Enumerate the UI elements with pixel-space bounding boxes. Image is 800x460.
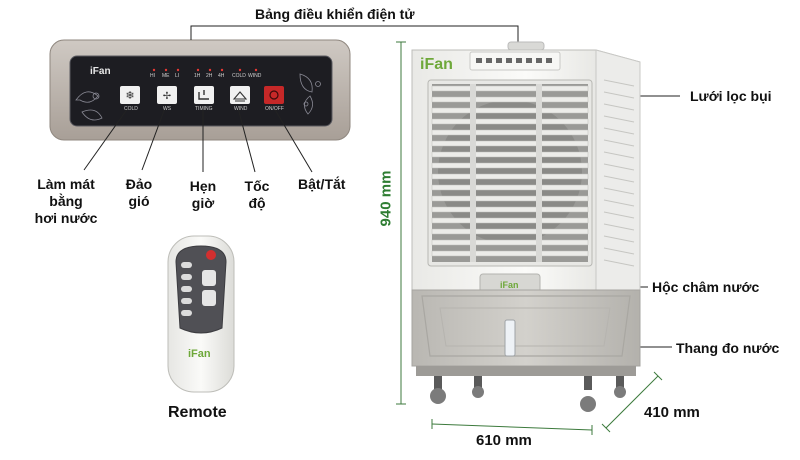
- panel-button-swing[interactable]: ✢: [157, 86, 177, 104]
- timer-icon: [198, 90, 209, 100]
- callout-water-inlet: Hộc châm nước: [652, 279, 760, 295]
- callout-timer-line2: giờ: [191, 195, 215, 211]
- callout-swing-line2: gió: [128, 193, 150, 209]
- panel-title: Bảng điều khiển điện tử: [255, 6, 415, 22]
- fan-icon: ✢: [163, 91, 171, 102]
- indicator-li: LI: [175, 73, 180, 79]
- dimension-width: 610 mm: [476, 432, 532, 449]
- callout-timer: Hẹn giờ: [180, 178, 226, 212]
- dimension-height: 940 mm: [377, 170, 395, 227]
- dimension-depth: 410 mm: [644, 404, 700, 421]
- callout-speed-line2: độ: [248, 195, 266, 211]
- indicator-1h: 1H: [194, 73, 201, 79]
- callout-cooling: Làm mát bằng hơi nước: [18, 176, 114, 227]
- side-filter-grille: [603, 79, 635, 267]
- indicator-2h: 2H: [206, 73, 213, 79]
- cooler-brand: iFan: [420, 56, 453, 73]
- floral-decoration-left: [75, 91, 103, 121]
- water-inlet-brand: iFan: [500, 280, 519, 290]
- indicator-cold: COLD: [232, 73, 246, 79]
- louvres: [431, 85, 589, 257]
- callout-cooling-line3: hơi nước: [34, 210, 98, 226]
- panel-button-cold[interactable]: ❄: [120, 86, 140, 104]
- water-level-gauge: [504, 319, 516, 357]
- power-icon: [269, 90, 279, 100]
- dimension-lines: [396, 41, 663, 435]
- callout-cooling-line1: Làm mát: [37, 176, 95, 192]
- remote-label: Remote: [168, 404, 227, 421]
- wind-icon: [232, 91, 248, 102]
- caption-timing: TIMING: [195, 106, 213, 112]
- snowflake-icon: ❄: [125, 89, 134, 102]
- remote-power-button: [206, 250, 216, 260]
- remote-buttons: [181, 262, 192, 316]
- caption-wind: WIND: [234, 106, 248, 112]
- casters: [430, 376, 626, 412]
- caption-ws: WS: [163, 106, 172, 112]
- remote-control: [167, 235, 235, 393]
- indicator-me: ME: [162, 73, 170, 79]
- callout-water-gauge: Thang đo nước: [676, 340, 780, 356]
- indicator-4h: 4H: [218, 73, 225, 79]
- air-cooler: [411, 41, 641, 412]
- callout-speed: Tốc độ: [236, 178, 278, 212]
- callout-speed-line1: Tốc: [244, 178, 270, 194]
- panel-button-wind[interactable]: [230, 86, 250, 104]
- panel-brand: iFan: [90, 66, 111, 77]
- callout-timer-line1: Hẹn: [189, 178, 217, 194]
- indicator-dots: [152, 68, 258, 72]
- callout-dust-filter: Lưới lọc bụi: [690, 88, 772, 104]
- control-panel: ❄ ✢: [49, 39, 351, 141]
- caption-cold: COLD: [124, 106, 138, 112]
- indicator-wind: WIND: [248, 73, 262, 79]
- callout-swing: Đảo gió: [116, 176, 162, 210]
- louvre-dividers: [470, 84, 542, 262]
- remote-brand: iFan: [188, 348, 211, 360]
- callout-cooling-line2: bằng: [49, 193, 83, 209]
- floral-decoration-right: [299, 73, 321, 115]
- callout-power: Bật/Tắt: [298, 176, 346, 192]
- callout-swing-line1: Đảo: [125, 176, 153, 192]
- panel-button-power[interactable]: [264, 86, 284, 104]
- caption-onoff: ON/OFF: [265, 106, 284, 112]
- indicator-hi: HI: [150, 73, 155, 79]
- panel-button-timer[interactable]: [194, 86, 214, 104]
